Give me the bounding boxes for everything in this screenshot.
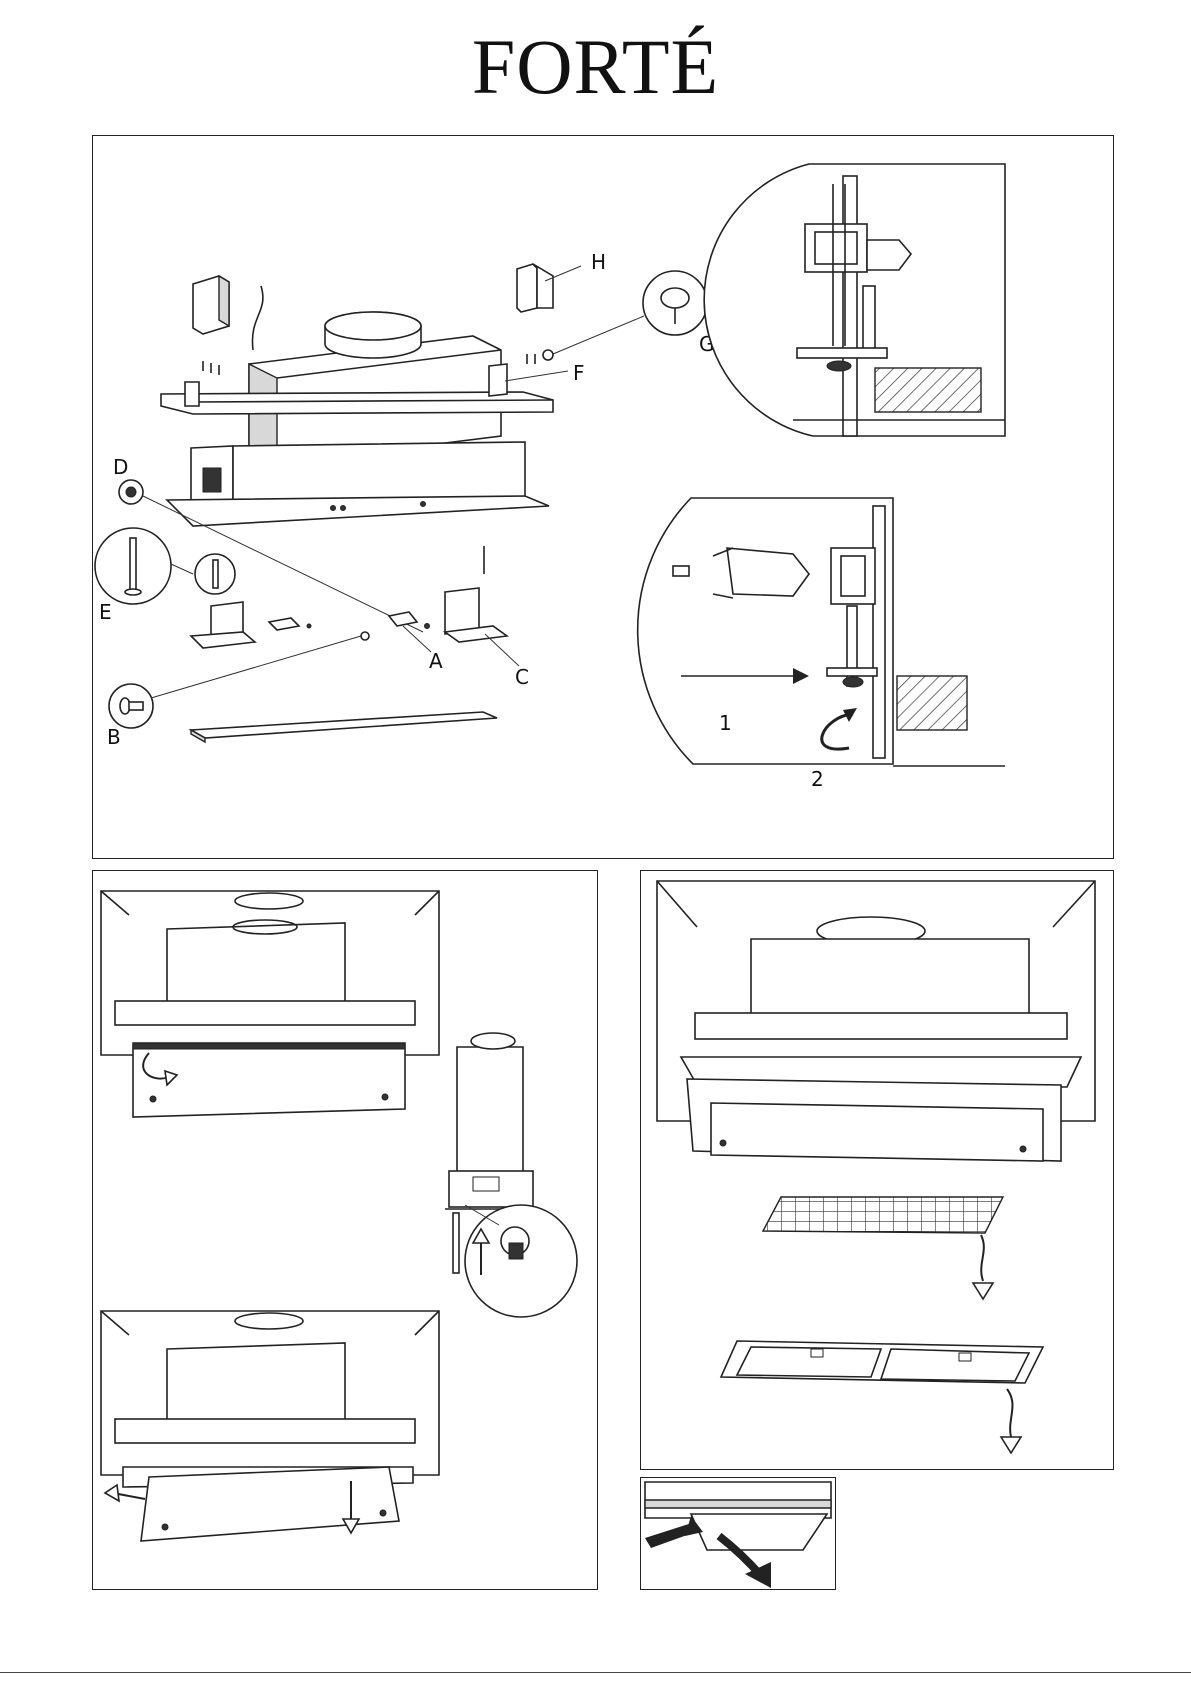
brand-logo: FORTÉ <box>0 28 1191 106</box>
filter-removal-svg <box>641 871 1112 1468</box>
side-cover-part <box>193 276 229 334</box>
front-panel-strip <box>191 712 497 742</box>
label-c: C <box>515 665 529 689</box>
grease-filter-grid <box>763 1197 1003 1299</box>
label-f: F <box>573 361 585 385</box>
carbon-filter <box>721 1341 1043 1453</box>
filter-latch-svg <box>641 1478 834 1588</box>
cabinet-upper <box>101 891 439 1117</box>
magnifier-screw-g <box>543 271 707 360</box>
pointer-a <box>403 626 431 652</box>
panel-removal-diagram <box>92 870 598 1590</box>
cabinet-open <box>657 881 1095 1161</box>
filter-latch-detail <box>640 1477 836 1590</box>
label-b: B <box>107 725 121 749</box>
hood-motor-housing <box>249 312 501 464</box>
bracket-left <box>191 602 255 648</box>
magnifier-screw-b <box>109 632 369 728</box>
assembly-diagram-panel: H G F <box>92 135 1114 859</box>
footer-rule <box>0 1672 1191 1673</box>
label-a: A <box>429 649 443 673</box>
cabinet-lower <box>101 1311 439 1541</box>
power-wire <box>252 286 262 350</box>
bracket-c <box>445 588 519 666</box>
label-e: E <box>99 600 112 624</box>
panel-removal-svg <box>93 871 596 1588</box>
filter-removal-diagram <box>640 870 1114 1470</box>
assembly-diagram: H G F <box>93 136 1112 857</box>
detail-zoom-lower <box>638 498 1005 766</box>
label-h: H <box>591 250 606 274</box>
magnifier-bolt-e <box>95 528 484 604</box>
detail-zoom-upper <box>704 164 1005 436</box>
side-unit <box>445 1033 577 1317</box>
label-d: D <box>113 455 128 479</box>
bracket-h-part <box>517 264 581 312</box>
step-number-2: 2 <box>811 767 824 791</box>
clip-parts <box>269 612 430 630</box>
hood-lower-body <box>167 442 549 526</box>
step-number-1: 1 <box>719 711 732 735</box>
